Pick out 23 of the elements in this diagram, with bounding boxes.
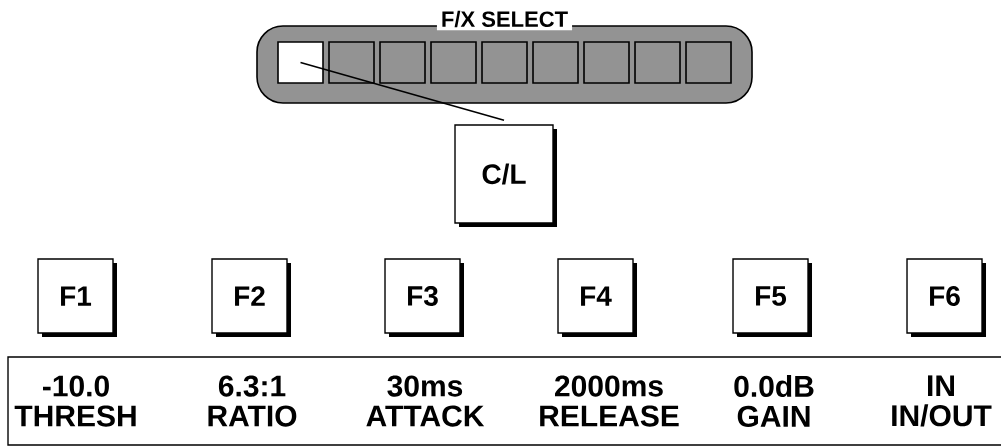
function-button: F6 [906,258,986,337]
select-button [430,41,477,84]
function-button: F3 [384,258,464,337]
parameter-readout: 2000ms RELEASE [540,375,679,427]
parameter-readout: 6.3:1 RATIO [208,375,297,427]
select-button [634,41,681,84]
select-button [328,41,375,84]
parameter-readout: 0.0dB GAIN [734,375,814,428]
select-button [532,41,579,84]
select-button [685,41,732,84]
function-button: F4 [557,258,637,337]
parameter-readout: -10.0 THRESH [14,375,136,427]
function-button: F2 [211,258,291,337]
select-button [277,41,324,84]
parameter-readout: IN IN/OUT [892,375,992,427]
select-button [379,41,426,84]
select-button [583,41,630,84]
function-button: F1 [37,258,117,337]
parameter-readout: 30ms ATTACK [366,375,485,427]
select-button [481,41,528,84]
function-button: F5 [732,258,812,337]
clear-button: C/L [454,124,557,227]
node-label: F/X SELECT [442,10,568,28]
